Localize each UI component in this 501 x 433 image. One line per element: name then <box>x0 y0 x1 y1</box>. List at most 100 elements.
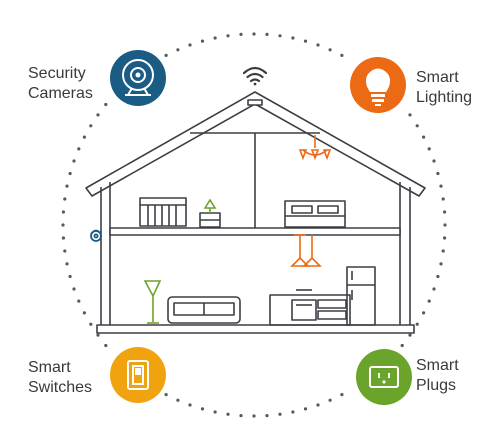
ring-dot <box>439 262 443 266</box>
ring-dot <box>200 407 205 411</box>
label-security-cameras-line1: Security <box>28 65 86 82</box>
sofa <box>167 296 241 324</box>
ring-dot <box>303 39 308 43</box>
floor-lamp <box>143 280 162 324</box>
ring-dot <box>65 262 69 266</box>
ring-dot <box>226 412 230 416</box>
ring-dot <box>200 39 205 43</box>
ring-dot <box>68 171 72 176</box>
attic-vent <box>247 99 263 106</box>
label-smart-plugs: Smart Plugs <box>416 356 459 396</box>
label-security-cameras: Security Cameras <box>28 64 93 104</box>
switch-icon <box>110 347 166 403</box>
ground-floor <box>96 324 415 334</box>
house-illustration <box>85 91 426 334</box>
ring-dot <box>188 43 192 47</box>
ring-dot <box>303 407 308 411</box>
ring-dot <box>82 311 86 315</box>
label-smart-plugs-line2: Plugs <box>416 377 457 394</box>
label-security-cameras-line2: Cameras <box>28 85 93 102</box>
ring-dot <box>415 322 419 326</box>
ring-dot <box>408 333 412 337</box>
ring-dot <box>443 236 447 240</box>
ring-dot <box>278 412 282 416</box>
ring-dot <box>68 274 72 279</box>
doorbell-icon <box>90 229 102 242</box>
ring-dot <box>188 403 192 407</box>
plug-icon <box>356 349 412 405</box>
ring-dot <box>415 124 419 128</box>
ring-dot <box>72 159 76 163</box>
label-smart-plugs-line1: Smart <box>416 357 459 374</box>
kitchen <box>269 266 376 326</box>
ring-dot <box>77 147 81 151</box>
ring-dot <box>265 32 269 37</box>
ring-dot <box>340 53 344 58</box>
ring-dot <box>63 197 67 201</box>
ring-dot <box>96 333 100 337</box>
ring-dot <box>213 410 217 414</box>
ring-dot <box>443 223 447 227</box>
ring-dot <box>61 210 65 214</box>
crib <box>139 197 187 227</box>
bed <box>284 200 346 228</box>
ring-dot <box>432 287 436 291</box>
ring-dot <box>61 236 65 240</box>
ring-dot <box>89 124 93 128</box>
ring-dot <box>422 135 426 139</box>
ring-dot <box>252 414 256 418</box>
label-smart-switches: Smart Switches <box>28 358 92 398</box>
middle-floor <box>109 227 401 236</box>
dotted-ring <box>61 32 447 418</box>
ring-dot <box>436 171 440 176</box>
ring-dot <box>104 343 108 348</box>
camera-icon <box>110 50 166 106</box>
table-lamp <box>203 198 217 213</box>
ring-dot <box>61 223 65 227</box>
ring-dot <box>432 159 436 163</box>
label-smart-switches-line2: Switches <box>28 379 93 396</box>
ring-dot <box>316 43 320 47</box>
ring-dot <box>89 322 93 326</box>
ring-dot <box>176 48 180 52</box>
ring-dot <box>400 343 404 348</box>
ring-dot <box>77 299 81 303</box>
bulb-icon <box>350 57 406 113</box>
ring-dot <box>441 197 445 201</box>
ring-dot <box>443 210 447 214</box>
ring-dot <box>164 393 168 397</box>
ring-dot <box>96 113 100 117</box>
ring-dot <box>441 249 445 253</box>
ring-dot <box>265 414 269 418</box>
ring-dot <box>63 249 67 253</box>
roof <box>85 91 426 197</box>
ceiling-chandelier <box>298 135 332 161</box>
ring-dot <box>291 36 295 40</box>
ring-dot <box>72 287 76 291</box>
ring-dot <box>316 403 320 407</box>
ring-dot <box>176 398 180 402</box>
ring-dot <box>239 32 243 37</box>
wifi-icon <box>242 66 268 86</box>
label-smart-switches-line1: Smart <box>28 359 71 376</box>
ring-dot <box>239 414 243 418</box>
ring-dot <box>427 147 431 151</box>
ring-dot <box>226 34 230 38</box>
ring-dot <box>328 48 332 52</box>
ring-dot <box>104 102 108 107</box>
label-smart-lighting-line2: Lighting <box>416 89 473 106</box>
ring-dot <box>439 184 443 188</box>
ring-dot <box>408 113 412 117</box>
ring-dot <box>422 311 426 315</box>
ring-dot <box>427 299 431 303</box>
ring-dot <box>164 53 168 58</box>
label-smart-lighting-line1: Smart <box>416 69 459 86</box>
ring-dot <box>252 32 256 36</box>
ring-dot <box>278 34 282 38</box>
ring-dot <box>340 393 344 397</box>
ring-dot <box>436 274 440 279</box>
pendant-lights <box>290 234 322 267</box>
ring-dot <box>291 410 295 414</box>
